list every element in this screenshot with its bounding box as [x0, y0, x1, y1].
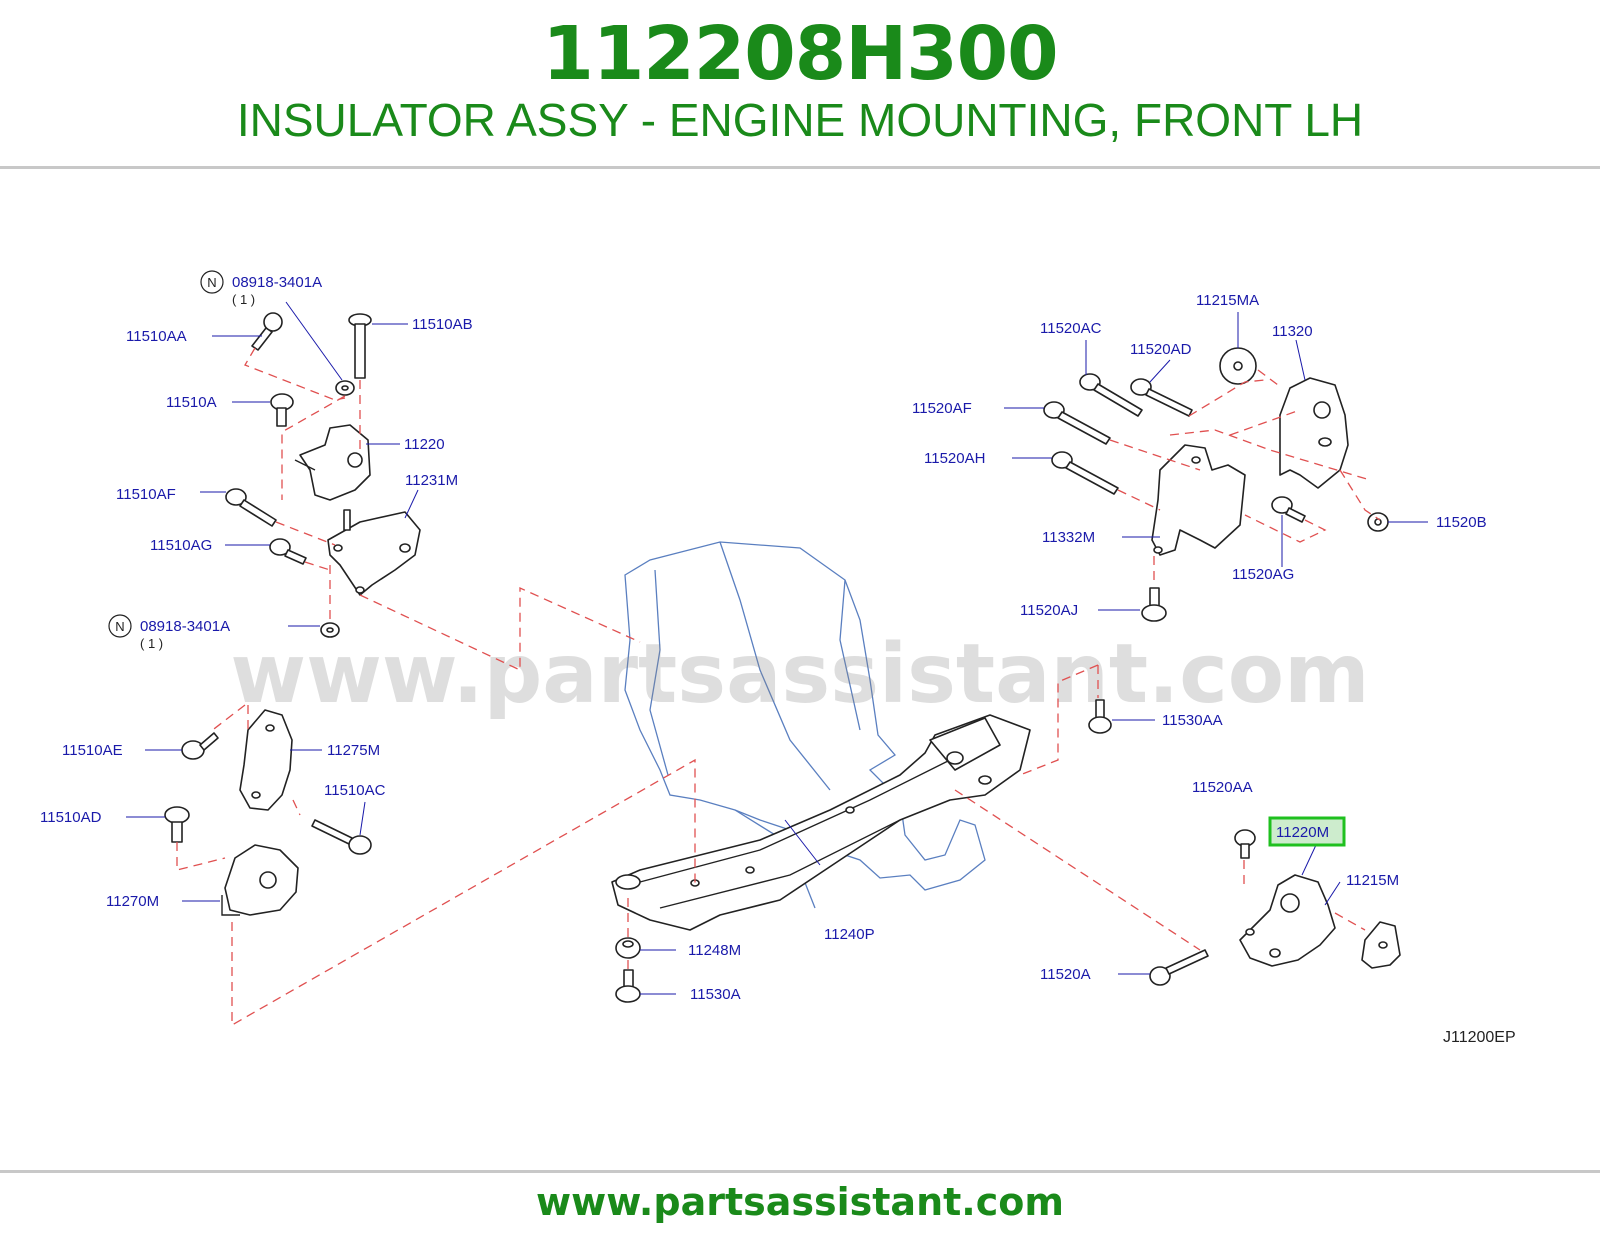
callout-11510ac[interactable]: 11510AC: [324, 782, 386, 799]
callouts: N 08918-3401A ( 1 ) 11510AA 11510AB 1151…: [40, 270, 1516, 1046]
insulator-11320[interactable]: [1279, 377, 1349, 489]
callout-11248m[interactable]: 11248M: [688, 942, 741, 959]
bolt-11510ab[interactable]: [348, 313, 372, 379]
bracket-11332m[interactable]: [1151, 444, 1246, 556]
callout-11510ae[interactable]: 11510AE: [62, 742, 123, 759]
callout-11320[interactable]: 11320: [1272, 323, 1313, 340]
bolt-11510ag[interactable]: [269, 538, 307, 565]
callout-11510ad[interactable]: 11510AD: [40, 809, 102, 826]
callout-11510a[interactable]: 11510A: [166, 394, 217, 411]
callout-11332m[interactable]: 11332M: [1042, 529, 1095, 546]
callout-11220[interactable]: 11220: [404, 436, 445, 453]
watermark: www.partsassistant.com: [230, 627, 1369, 722]
bolt-11520aa[interactable]: [1234, 829, 1256, 859]
callout-11270m[interactable]: 11270M: [106, 893, 159, 910]
callout-11510aa[interactable]: 11510AA: [126, 328, 187, 345]
page-header: 112208H300 INSULATOR ASSY - ENGINE MOUNT…: [0, 0, 1600, 170]
insulator-11220m[interactable]: [1239, 874, 1336, 967]
front-crossmember-part[interactable]: [611, 714, 1031, 931]
note-n-icon-bottom: [108, 614, 132, 638]
right-mount-parts: [1043, 347, 1401, 986]
bracket-11275m[interactable]: [239, 709, 293, 811]
nut-08918-bottom[interactable]: [320, 622, 340, 638]
note-n-icon-top: [200, 270, 224, 294]
bolt-11530a[interactable]: [615, 969, 641, 1003]
leader-lines: [126, 301, 1428, 995]
callout-11520aa[interactable]: 11520AA: [1192, 779, 1253, 796]
callout-11215m[interactable]: 11215M: [1346, 872, 1399, 889]
highlight-box-11220m: [1268, 816, 1346, 847]
nut-11248m[interactable]: [615, 937, 641, 959]
parts-diagram: www.partsassistant.com: [0, 170, 1600, 1170]
bolt-11510af[interactable]: [225, 488, 277, 527]
bolt-11510aa[interactable]: [251, 312, 283, 351]
part-name-subtitle: INSULATOR ASSY - ENGINE MOUNTING, FRONT …: [236, 94, 1364, 146]
callout-08918-3401a-bottom[interactable]: 08918-3401A: [140, 618, 230, 635]
callout-11520a[interactable]: 11520A: [1040, 966, 1091, 983]
bolt-11510ae[interactable]: [181, 732, 219, 760]
assembly-dashed-lines: [176, 347, 1381, 1027]
bolt-11520ad[interactable]: [1130, 378, 1193, 417]
callout-11520ac[interactable]: 11520AC: [1040, 320, 1102, 337]
callout-11520ag[interactable]: 11520AG: [1232, 566, 1294, 583]
bolt-11510ac[interactable]: [311, 819, 372, 855]
callout-11530aa[interactable]: 11530AA: [1162, 712, 1223, 729]
nut-11520b[interactable]: [1367, 512, 1389, 532]
insulator-11220[interactable]: [294, 424, 371, 501]
callout-11510ab[interactable]: 11510AB: [412, 316, 473, 333]
callout-11275m[interactable]: 11275M: [327, 742, 380, 759]
callout-11510af[interactable]: 11510AF: [116, 486, 176, 503]
note-symbol-top: N: [207, 275, 216, 290]
bolt-11520aj[interactable]: [1141, 587, 1167, 622]
bracket-11215m[interactable]: [1361, 921, 1401, 969]
callout-11520ad[interactable]: 11520AD: [1130, 341, 1192, 358]
note-symbol-bottom: N: [115, 619, 124, 634]
bolt-11520ah[interactable]: [1051, 451, 1119, 495]
callout-11520b[interactable]: 11520B: [1436, 514, 1487, 531]
footer-website-link[interactable]: www.partsassistant.com: [536, 1180, 1064, 1224]
bolt-11520ac[interactable]: [1079, 373, 1143, 417]
callout-11231m[interactable]: 11231M: [405, 472, 458, 489]
bolt-11510ad[interactable]: [164, 806, 190, 843]
callout-qty-bottom: ( 1 ): [140, 636, 163, 651]
callout-qty-top: ( 1 ): [232, 292, 255, 307]
center-fasteners: [615, 937, 641, 1003]
bolt-11520af[interactable]: [1043, 401, 1111, 445]
bolt-11520a[interactable]: [1149, 949, 1209, 986]
diagram-code: J11200EP: [1443, 1029, 1516, 1046]
callout-08918-3401a-top[interactable]: 08918-3401A: [232, 274, 322, 291]
left-mount-parts: [164, 312, 421, 916]
callout-11220m[interactable]: 11220M: [1276, 824, 1329, 841]
callout-11510ag[interactable]: 11510AG: [150, 537, 212, 554]
callout-11240p[interactable]: 11240P: [824, 926, 875, 943]
callout-11215ma[interactable]: 11215MA: [1196, 292, 1259, 309]
nut-08918-top[interactable]: [335, 380, 355, 396]
bracket-11231m[interactable]: [327, 509, 421, 596]
callout-11530a[interactable]: 11530A: [690, 986, 741, 1003]
callout-11520ah[interactable]: 11520AH: [924, 450, 985, 467]
footer-divider: [0, 1170, 1600, 1173]
part-number-title: 112208H300: [542, 11, 1058, 97]
callout-11520aj[interactable]: 11520AJ: [1020, 602, 1078, 619]
parts-diagram-svg: www.partsassistant.com: [40, 270, 1516, 1046]
insulator-11270m[interactable]: [221, 844, 299, 916]
bolt-11530aa[interactable]: [1088, 699, 1112, 734]
header-divider: [0, 166, 1600, 169]
callout-11520af[interactable]: 11520AF: [912, 400, 972, 417]
bolt-11510a[interactable]: [270, 393, 294, 427]
bolt-11520ag[interactable]: [1271, 496, 1306, 523]
washer-11215ma[interactable]: [1219, 347, 1257, 385]
